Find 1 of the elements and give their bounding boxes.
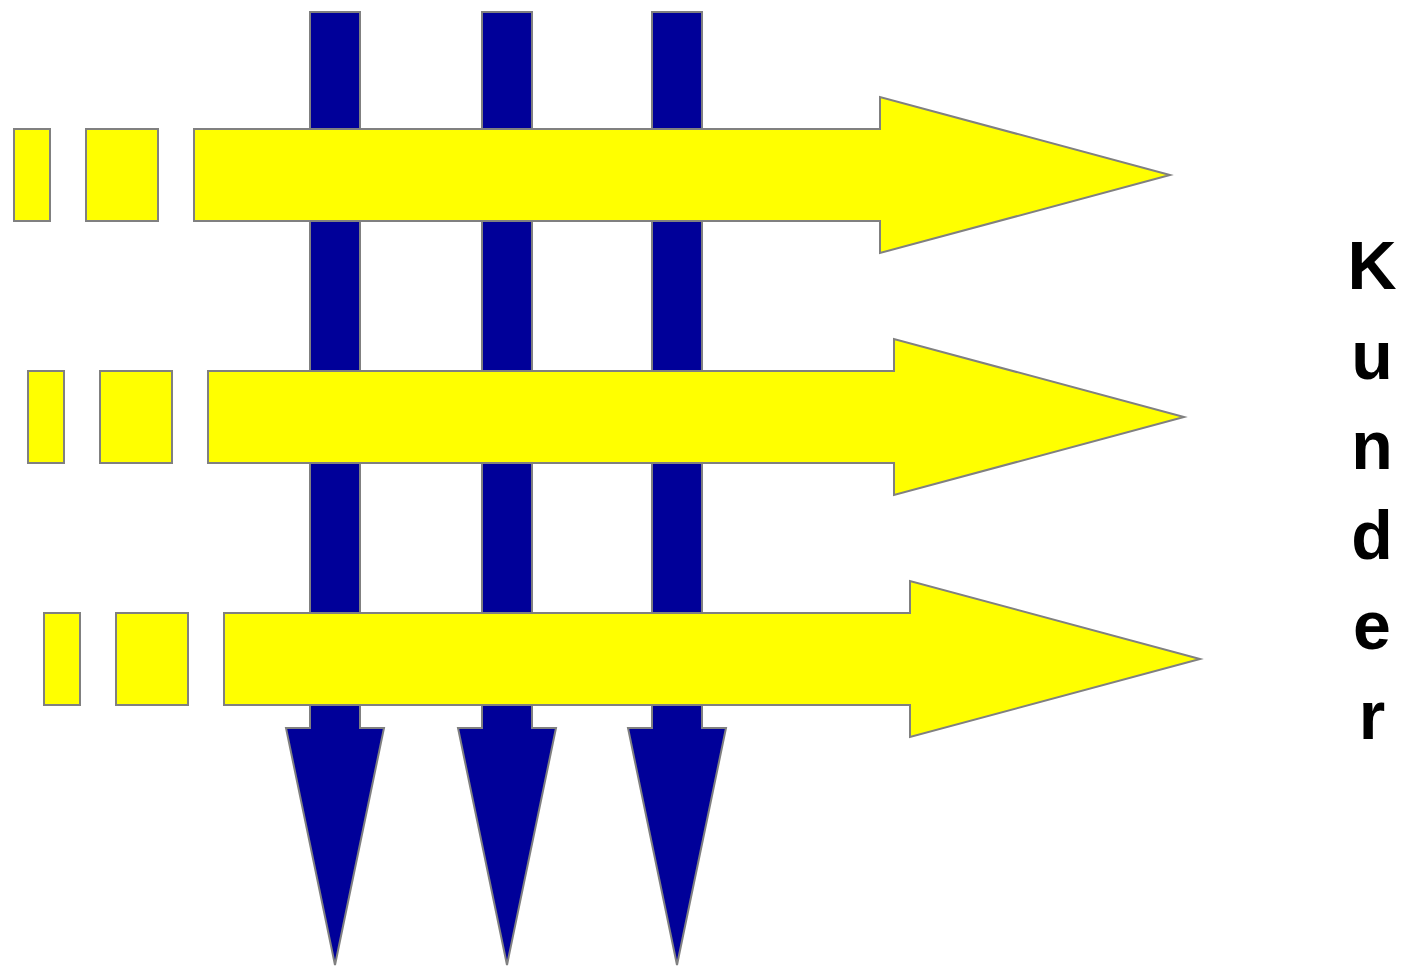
vertical-label: Kunder <box>1346 226 1398 755</box>
